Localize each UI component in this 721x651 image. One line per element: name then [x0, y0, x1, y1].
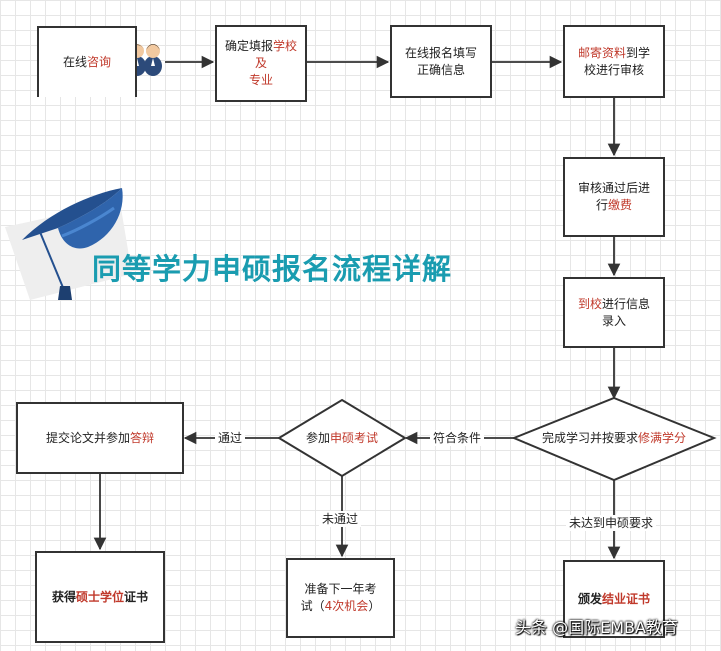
register-line-1: 在线报名填写 [404, 45, 477, 60]
edge-label-passed: 通过 [215, 430, 246, 446]
credits-decision: 完成学习并按要求修满学分 [524, 424, 704, 452]
pay-highlight: 缴费 [607, 198, 632, 212]
consult-text: 在线 [62, 55, 87, 69]
watermark-text: 头条 @国际EMBA教育 [515, 618, 678, 637]
confirm-highlight-2: 专业 [248, 73, 273, 87]
mail-node: 邮寄资料到学校进行审核 [563, 25, 665, 98]
retry-text-3: ） [368, 599, 381, 613]
retry-text-1: 准备下一年考 [304, 582, 377, 596]
consult-node: 在线咨询 [37, 26, 137, 97]
edge-label-not-met: 未达到申硕要求 [566, 515, 657, 531]
degree-text-1: 获得 [51, 589, 76, 604]
completion-highlight: 结业证书 [602, 591, 651, 606]
credits-decision-shape [511, 396, 717, 482]
arrive-text-1: 进行信息 [602, 296, 651, 311]
completion-node: 颁发结业证书 [563, 560, 665, 638]
edge-label-failed: 未通过 [319, 511, 362, 527]
graduation-cap-image [0, 182, 140, 302]
pay-text-1: 审核通过后进 [577, 181, 650, 195]
register-line-2: 正确信息 [416, 62, 465, 77]
pay-node: 审核通过后进行缴费 [563, 157, 665, 237]
arrive-highlight: 到校 [577, 296, 602, 311]
degree-text-2: 证书 [124, 589, 149, 604]
degree-highlight: 硕士学位 [75, 589, 124, 604]
retry-highlight: 4次机会 [324, 599, 369, 613]
credits-highlight: 修满学分 [638, 430, 687, 445]
exam-decision-shape [277, 398, 407, 478]
arrive-node: 到校进行信息录入 [563, 277, 665, 348]
credits-text: 完成学习并按要求 [541, 430, 638, 445]
register-node: 在线报名填写正确信息 [390, 25, 492, 98]
arrive-text-2: 录入 [601, 313, 626, 328]
thesis-node: 提交论文并参加答辩 [16, 402, 184, 474]
confirm-text: 确定填报 [224, 39, 273, 53]
exam-highlight: 申硕考试 [330, 430, 379, 445]
page-title: 同等学力申硕报名流程详解 [92, 252, 453, 286]
pay-text-2: 行 [595, 198, 608, 212]
consult-highlight: 咨询 [87, 55, 112, 69]
thesis-highlight: 答辩 [130, 430, 155, 445]
exam-decision: 参加申硕考试 [290, 424, 394, 452]
thesis-text: 提交论文并参加 [45, 430, 130, 445]
degree-node: 获得硕士学位证书 [35, 551, 165, 643]
retry-node: 准备下一年考试（4次机会） [286, 558, 395, 638]
mail-highlight: 邮寄资料 [577, 45, 626, 60]
confirm-node: 确定填报学校及专业 [215, 25, 307, 102]
edge-label-qualified: 符合条件 [430, 430, 485, 446]
completion-text: 颁发 [577, 591, 602, 606]
confirm-highlight-1: 学校及 [254, 39, 298, 70]
mail-text-1: 到学 [626, 45, 651, 60]
exam-text: 参加 [305, 430, 330, 445]
retry-text-2: 试（ [300, 599, 325, 613]
mail-text-2: 校进行审核 [583, 62, 644, 77]
